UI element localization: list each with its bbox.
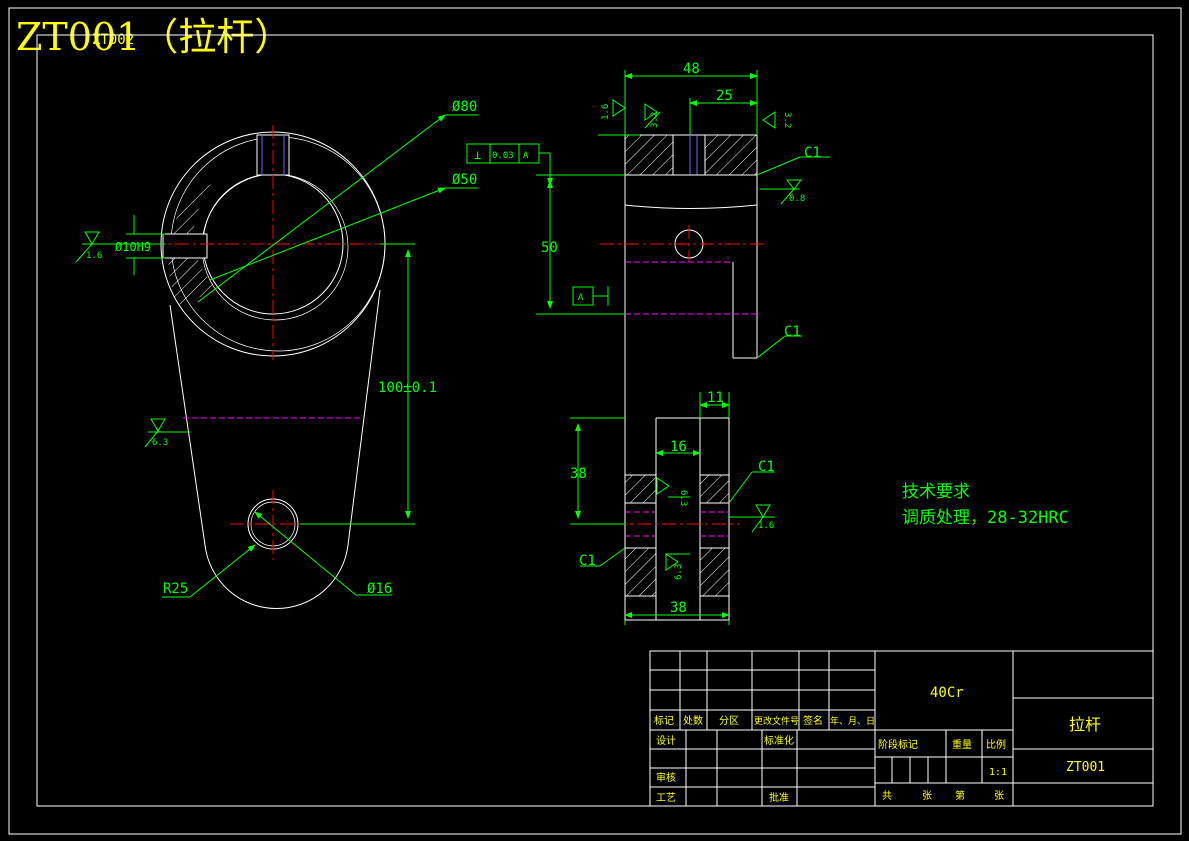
tb-weight: 重量 [952,738,972,751]
tb-mark: 标记 [654,715,674,727]
side-dim-labels: 48 25 1.6 3.2 3.2 C1 0.8 ⊥ 0.03 A 50 A C… [474,61,821,616]
roughness-6-3-upper: 6.3 [678,490,688,506]
front-dim-labels: Ø80 Ø50 Ø10H9 1.6 100±0.1 6.3 R25 Ø16 [86,99,477,597]
roughness-0-8: 0.8 [789,194,805,204]
tol-symbol: ⊥ [474,148,481,162]
outer-frame [8,7,1182,835]
tb-material: 40Cr [930,685,964,701]
dim-d16: Ø16 [367,581,392,597]
tol-value: 0.03 [492,151,514,161]
drawing-title-overlay: ZT002 [92,32,135,48]
tb-sheet: 张 [994,790,1004,802]
title-block [649,650,1154,807]
tb-scale: 1:1 [989,767,1007,778]
roughness-3-2-right: 3.2 [782,112,792,128]
dim-d10h9: Ø10H9 [115,240,151,254]
tb-part-name: 拉杆 [1069,715,1101,734]
tb-change-doc: 更改文件号 [754,715,799,727]
tb-date: 年、月、日 [830,715,875,727]
dim-100: 100±0.1 [378,380,437,396]
tb-approve: 批准 [769,791,789,804]
notes-heading: 技术要求 [902,482,970,502]
chamfer-c1-top: C1 [804,145,821,161]
tb-nth: 第 [955,789,965,802]
tb-process: 工艺 [656,792,676,804]
tb-standardize: 标准化 [764,734,794,747]
roughness-1-6-front: 1.6 [86,251,102,261]
roughness-6-3-lower: 6.3 [674,564,684,580]
side-view [624,134,758,621]
notes-line1: 调质处理，28-32HRC [902,508,1069,528]
dim-d80: Ø80 [452,99,477,115]
roughness-3-2-left: 3.2 [650,112,660,128]
chamfer-c1-lower: C1 [758,459,775,475]
dim-r25: R25 [163,581,188,597]
side-hidden-lines [625,261,757,537]
dim-25: 25 [716,88,733,104]
tb-review: 审核 [656,771,676,784]
dim-38-vert: 38 [570,466,587,482]
roughness-1-6-lower: 1.6 [758,521,774,531]
tb-zone: 分区 [719,715,739,727]
dim-11: 11 [707,390,724,406]
inner-frame [36,34,1154,807]
side-dimensions [466,70,830,625]
dim-48: 48 [683,61,700,77]
tb-design: 设计 [656,734,676,747]
title-block-text: 40Cr 拉杆 ZT001 标记 处数 分区 更改文件号 签名 年、月、日 设计… [654,685,1105,804]
roughness-6-3-front: 6.3 [152,438,168,448]
boss-hatch [168,175,228,305]
front-centerlines [150,125,412,560]
chamfer-c1-mid: C1 [784,324,801,340]
tb-stage: 阶段标记 [878,738,918,751]
tb-signature: 签名 [803,714,823,727]
tol-datum: A [523,151,529,161]
roughness-1-6-top: 1.6 [601,104,611,120]
dim-50: 50 [541,240,558,256]
chamfer-c1-bottom: C1 [579,553,596,569]
tb-scale-label: 比例 [986,738,1006,751]
front-dimensions [75,114,478,598]
tb-count: 处数 [683,714,703,727]
dim-16: 16 [670,439,687,455]
drawing-title: ZT001（拉杆） [16,15,293,59]
tb-total: 共 [882,790,892,802]
tb-part-code: ZT001 [1066,760,1105,775]
datum-a: A [578,293,584,303]
side-centerlines [600,225,765,525]
tb-sheets: 张 [922,790,932,802]
dim-38-horiz: 38 [670,600,687,616]
dim-d50: Ø50 [452,172,477,188]
